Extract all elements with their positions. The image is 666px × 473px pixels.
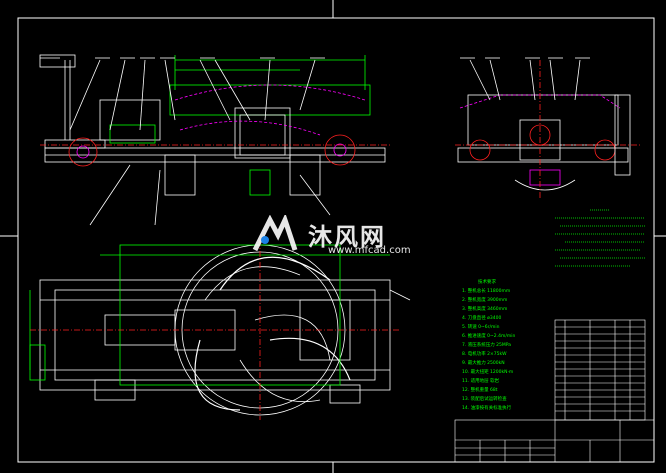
- note-line: 6. 推进速度 0~2.4m/min: [462, 332, 515, 339]
- title-block: [454, 419, 655, 463]
- note-line: 2. 整机宽度 3900mm: [462, 296, 507, 303]
- spec-marks-block: [555, 209, 645, 267]
- note-line: 7. 液压系统压力 25MPa: [462, 341, 511, 348]
- outer-frame: [17, 17, 655, 463]
- parts-list-table: [554, 319, 646, 421]
- note-line: 14. 油漆按有关标准执行: [462, 404, 512, 411]
- note-line: 9. 最大推力 2500kN: [462, 359, 505, 366]
- note-line: 3. 整机高度 3460mm: [462, 305, 507, 312]
- note-line: 4. 刀盘直径 ø3400: [462, 314, 501, 321]
- watermark-logo-icon: [252, 215, 298, 252]
- front-elevation-view: [39, 54, 390, 226]
- plan-view: [29, 240, 411, 420]
- note-line: 8. 电机功率 2×75kW: [462, 350, 507, 357]
- technical-notes: 技术要求 1. 整机总长 11800mm 2. 整机宽度 3900mm 3. 整…: [462, 278, 515, 411]
- note-line: 12. 整机重量 68t: [462, 386, 498, 393]
- side-elevation-view: [455, 59, 640, 200]
- note-line: 10. 最大扭矩 1200kN·m: [462, 368, 513, 375]
- watermark-en: www.mfcad.com: [328, 245, 411, 256]
- watermark-cn: 沐风网: [308, 223, 386, 251]
- notes-title: 技术要求: [478, 278, 496, 285]
- note-line: 5. 转速 0~6r/min: [462, 323, 500, 330]
- watermark: 沐风网 www.mfcad.com: [250, 215, 420, 256]
- note-line: 1. 整机总长 11800mm: [462, 287, 510, 294]
- note-line: 13. 装配后试运转检查: [462, 395, 507, 402]
- note-line: 11. 适用地层 软岩: [462, 377, 500, 384]
